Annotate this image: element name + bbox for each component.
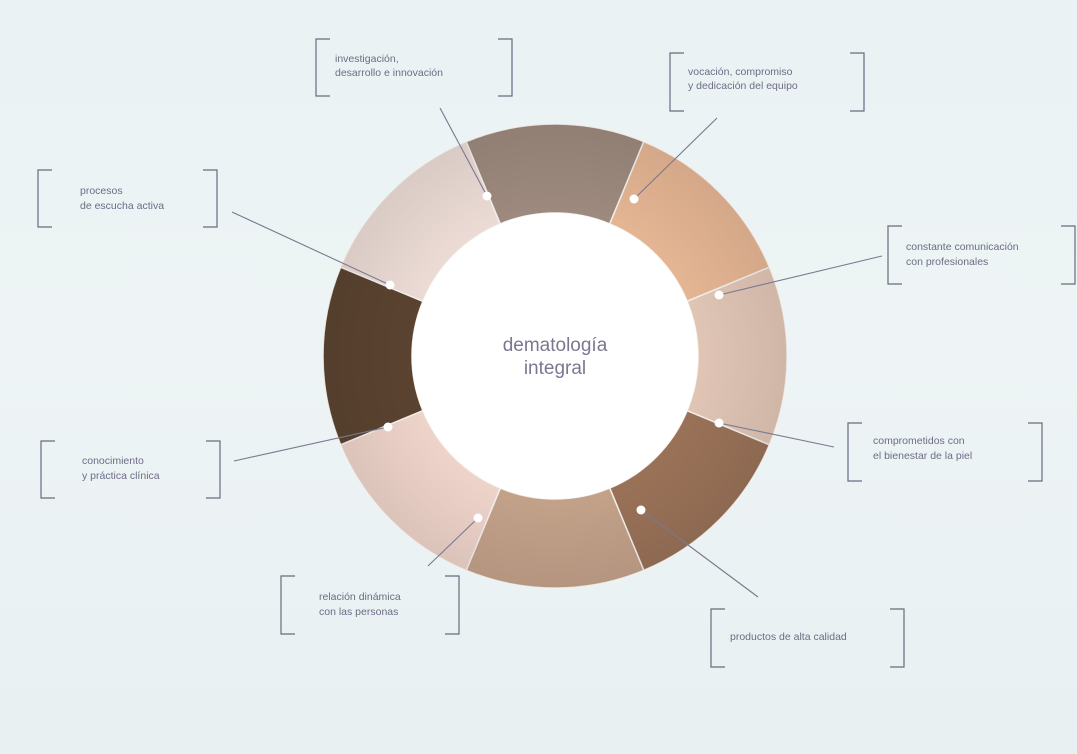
leader-line-comunicacion	[718, 255, 883, 296]
bracket-conocimiento	[40, 440, 221, 499]
label-escucha-line2: de escucha activa	[80, 200, 164, 212]
center-title-line1: dematología	[503, 335, 608, 356]
marker-dot-conocimiento	[383, 422, 393, 432]
leader-line-bienestar	[718, 422, 835, 448]
label-conocimiento-line1: conocimiento	[82, 455, 144, 467]
bracket-comunicacion	[887, 225, 1076, 285]
label-conocimiento-line2: y práctica clínica	[82, 470, 160, 482]
label-relacion-line1: relación dinámica	[319, 591, 401, 603]
marker-dot-bienestar	[714, 418, 724, 428]
label-investigacion-line1: investigación,	[335, 53, 399, 65]
leader-line-relacion	[427, 517, 479, 567]
bracket-relacion	[280, 575, 460, 635]
marker-dot-investigacion	[482, 191, 492, 201]
label-relacion-line2: con las personas	[319, 606, 398, 618]
center-disk	[412, 213, 698, 499]
marker-dot-relacion	[473, 513, 483, 523]
label-vocacion-line2: y dedicación del equipo	[688, 80, 798, 92]
marker-dot-escucha	[385, 280, 395, 290]
bracket-bienestar	[847, 422, 1043, 482]
label-bienestar-line2: el bienestar de la piel	[873, 450, 972, 462]
label-comunicacion-line2: con profesionales	[906, 256, 988, 268]
marker-dot-comunicacion	[714, 290, 724, 300]
label-comunicacion-line1: constante comunicación	[906, 241, 1019, 253]
label-productos-line1: productos de alta calidad	[730, 631, 847, 643]
bracket-vocacion	[669, 52, 865, 112]
label-bienestar-line1: comprometidos con	[873, 435, 965, 447]
leader-line-conocimiento	[233, 426, 389, 462]
bracket-escucha	[37, 169, 218, 228]
label-vocacion-line1: vocación, compromiso	[688, 66, 793, 78]
marker-dot-productos	[636, 505, 646, 515]
bracket-productos	[710, 608, 905, 668]
center-title-line2: integral	[524, 358, 586, 379]
marker-dot-vocacion	[629, 194, 639, 204]
leader-line-investigacion	[439, 107, 488, 197]
leader-line-escucha	[231, 211, 391, 286]
label-investigacion-line2: desarrollo e innovación	[335, 67, 443, 79]
bracket-investigacion	[315, 38, 513, 97]
label-escucha-line1: procesos	[80, 185, 123, 197]
leader-line-productos	[640, 509, 759, 598]
leader-line-vocacion	[633, 117, 718, 200]
